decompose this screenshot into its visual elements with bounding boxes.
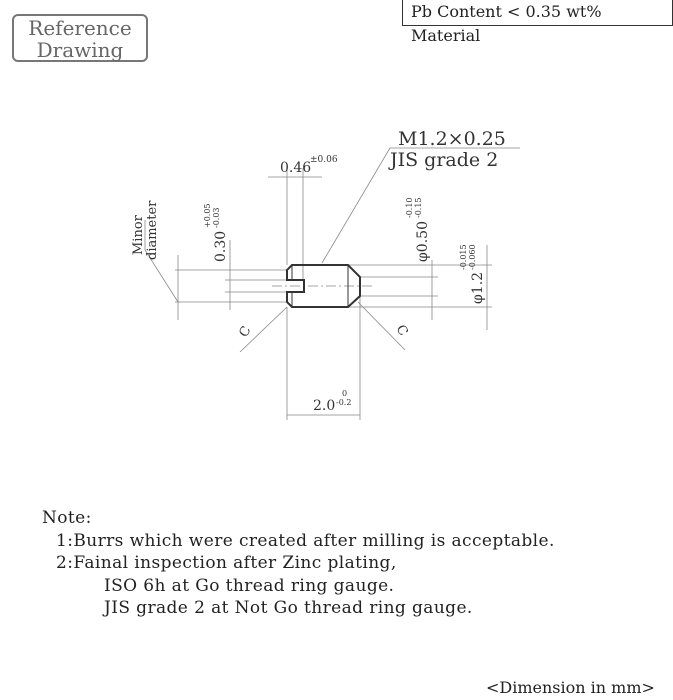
major-diameter-tol-lower: -0.060 bbox=[468, 244, 477, 270]
length-tol-upper: 0 bbox=[342, 389, 347, 398]
notes-title: Note: bbox=[42, 508, 92, 528]
screw-outline bbox=[286, 264, 361, 308]
tip-diameter-dim: φ0.50 bbox=[415, 221, 431, 262]
material-note: Pb Content < 0.35 wt% Material bbox=[402, 0, 673, 45]
major-diameter-tol-upper: -0.015 bbox=[459, 244, 468, 270]
minor-diameter-label-2: diameter bbox=[145, 200, 160, 260]
major-diameter-dim: φ1.2 bbox=[470, 272, 486, 304]
note-2b: JIS grade 2 at Not Go thread ring gauge. bbox=[104, 598, 473, 618]
stamp-line-1: Reference bbox=[28, 16, 132, 40]
note-2a: ISO 6h at Go thread ring gauge. bbox=[104, 575, 395, 596]
thread-leader bbox=[321, 147, 391, 264]
thread-spec: M1.2×0.25 bbox=[398, 128, 506, 150]
minor-diameter-label-1: Minor bbox=[131, 214, 146, 255]
slot-width-dim: 0.46 bbox=[280, 160, 311, 176]
stamp-line-2: Drawing bbox=[36, 38, 124, 62]
note-1: 1:Burrs which were created after milling… bbox=[56, 530, 555, 551]
length-tol-lower: -0.2 bbox=[336, 398, 351, 407]
note-2: 2:Fainal inspection after Zinc plating, bbox=[56, 553, 397, 573]
slot-width-tol: ±0.06 bbox=[310, 155, 338, 165]
notes: Note: 1:Burrs which were created after m… bbox=[42, 507, 555, 620]
slot-depth-tol-upper: +0.05 bbox=[203, 203, 212, 228]
length-dim: 2.0 bbox=[313, 398, 335, 414]
tip-diameter-tol-upper: -0.10 bbox=[405, 197, 414, 218]
slot-depth-dim: 0.30 bbox=[213, 231, 229, 262]
reference-drawing-stamp: Reference Drawing bbox=[12, 14, 148, 62]
thread-grade: JIS grade 2 bbox=[388, 149, 498, 171]
tip-diameter-tol-lower: -0.15 bbox=[414, 197, 423, 218]
chamfer-label-left: C bbox=[236, 324, 254, 340]
slot-depth-tol-lower: -0.03 bbox=[212, 207, 221, 228]
chamfer-label-right: C bbox=[393, 323, 411, 339]
dimension-units: <Dimension in mm> bbox=[486, 678, 655, 697]
